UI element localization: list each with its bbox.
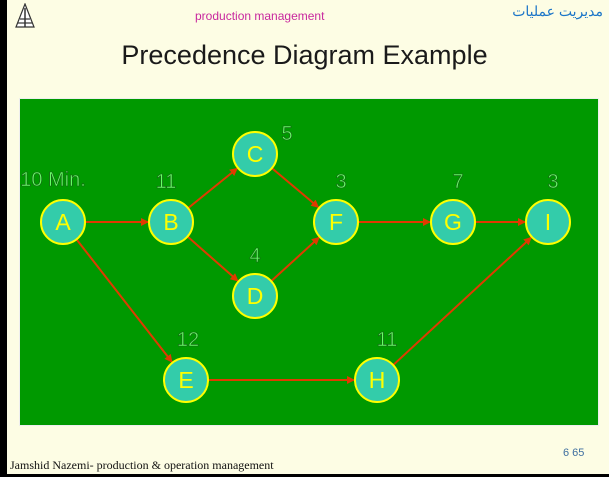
node-c-label: C [247, 141, 264, 167]
node-f-label: F [329, 209, 343, 235]
edge-h-i [392, 236, 532, 366]
node-d-label: D [247, 283, 264, 309]
node-d [232, 273, 278, 319]
node-f-time: 3 [335, 171, 346, 193]
slide-bottom-border [7, 474, 609, 477]
slide-left-border [0, 0, 7, 477]
node-a-time: 10 Min. [20, 169, 86, 191]
node-b-label: B [163, 209, 178, 235]
edge-a-e [75, 238, 173, 363]
node-c [232, 131, 278, 177]
edge-c-f [271, 167, 320, 208]
node-i-label: I [545, 209, 551, 235]
node-g-label: G [444, 209, 462, 235]
logo-icon [15, 3, 35, 28]
page-number: 6 65 [563, 447, 585, 459]
node-h [354, 357, 400, 403]
edge-b-c [187, 167, 238, 209]
node-h-time: 11 [377, 329, 398, 351]
node-a [40, 199, 86, 245]
topic-label: production management [195, 9, 325, 23]
node-g-time: 7 [452, 171, 463, 193]
course-title-arabic: مدیریت عملیات [512, 3, 603, 19]
node-d-time: 4 [249, 245, 260, 267]
node-b-time: 11 [156, 171, 177, 193]
diagram-panel [19, 98, 599, 426]
edge-b-d [186, 235, 239, 282]
edges-layer [75, 167, 532, 384]
node-c-time: 5 [281, 123, 292, 145]
node-b [148, 199, 194, 245]
node-a-label: A [55, 209, 71, 235]
node-g [430, 199, 476, 245]
node-f [313, 199, 359, 245]
node-e-label: E [178, 367, 193, 393]
node-e [163, 357, 209, 403]
node-h-label: H [369, 367, 386, 393]
node-i-time: 3 [547, 171, 558, 193]
footer-author: Jamshid Nazemi- production & operation m… [10, 458, 274, 472]
slide-title: Precedence Diagram Example [121, 40, 488, 70]
edge-d-f [270, 236, 320, 282]
node-e-time: 12 [177, 329, 199, 351]
node-i [525, 199, 571, 245]
